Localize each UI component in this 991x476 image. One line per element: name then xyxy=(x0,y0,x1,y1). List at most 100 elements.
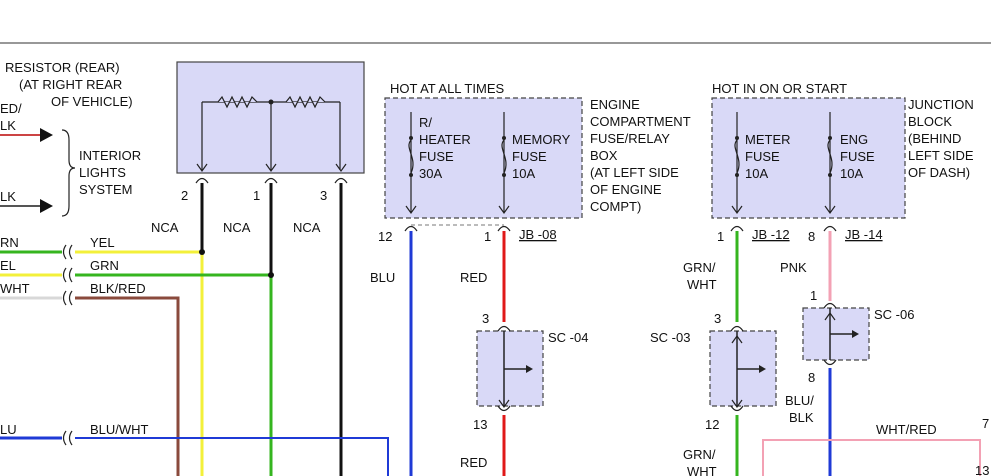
fuse-box-1-header: HOT AT ALL TIMES xyxy=(390,81,504,96)
wire-label: BLU/WHT xyxy=(90,422,149,437)
wire-label: LK xyxy=(0,118,16,133)
connector-cap xyxy=(334,177,348,184)
resistor-node xyxy=(268,99,274,105)
wire-label: RED xyxy=(460,455,487,470)
fuse-label: HEATER xyxy=(419,132,471,147)
box-location-label: (AT LEFT SIDE xyxy=(590,165,679,180)
pin-label: 2 xyxy=(181,188,188,203)
nca-label: NCA xyxy=(151,220,179,235)
fuse-label: 10A xyxy=(840,166,863,181)
resistor-label-line: OF VEHICLE) xyxy=(51,94,133,109)
wire-label: WHT xyxy=(687,464,717,476)
pin-label: 1 xyxy=(717,229,724,244)
arrow-head xyxy=(196,163,208,173)
box-location-label: (BEHIND xyxy=(908,131,961,146)
splice-dot xyxy=(268,272,274,278)
wire-label: YEL xyxy=(90,235,115,250)
interior-label-line: SYSTEM xyxy=(79,182,132,197)
resistor-label-line: RESISTOR (REAR) xyxy=(5,60,120,75)
connector-label: JB -14 xyxy=(845,227,883,242)
arrow-head xyxy=(335,163,347,173)
splice-sc04 xyxy=(476,325,544,412)
arrow-icon xyxy=(852,330,859,338)
fuse-label: R/ xyxy=(419,115,432,130)
wire-label: GRN/ xyxy=(683,260,716,275)
fuse-label: METER xyxy=(745,132,791,147)
labels: RESISTOR (REAR) (AT RIGHT REAR OF VEHICL… xyxy=(0,60,989,476)
box-location-label: BLOCK xyxy=(908,114,952,129)
fuse-label: FUSE xyxy=(512,149,547,164)
splice-dot xyxy=(199,249,205,255)
nca-label: NCA xyxy=(293,220,321,235)
splice-label: SC -03 xyxy=(650,330,690,345)
splice-label: SC -04 xyxy=(548,330,588,345)
pin-label: 8 xyxy=(808,370,815,385)
wire-blk-red xyxy=(75,296,180,476)
wire-label: WHT xyxy=(687,277,717,292)
pin-label: 1 xyxy=(484,229,491,244)
wire-label: BLK/RED xyxy=(90,281,146,296)
pin-label: 13 xyxy=(473,417,487,432)
wire-label: WHT/RED xyxy=(876,422,937,437)
pin-label: 13 xyxy=(975,463,989,476)
box-location-label: OF DASH) xyxy=(908,165,970,180)
box-location-label: COMPARTMENT xyxy=(590,114,691,129)
wire-label: GRN xyxy=(90,258,119,273)
wire-label: LK xyxy=(0,189,16,204)
wire-label: EL xyxy=(0,258,16,273)
connector-label: JB -12 xyxy=(752,227,790,242)
fuse-label: FUSE xyxy=(745,149,780,164)
box-location-label: BOX xyxy=(590,148,618,163)
fuse-label: 10A xyxy=(512,166,535,181)
resistor-symbol-2 xyxy=(285,95,326,109)
wire-label: RED xyxy=(460,270,487,285)
wire-label: BLK xyxy=(789,410,814,425)
box-location-label: FUSE/RELAY xyxy=(590,131,670,146)
pin-label: 3 xyxy=(714,311,721,326)
connector-label: JB -08 xyxy=(519,227,557,242)
resistor-label-line: (AT RIGHT REAR xyxy=(19,77,122,92)
fuse-label: ENG xyxy=(840,132,868,147)
fuse-box-2-outline xyxy=(711,97,906,219)
interior-label-line: LIGHTS xyxy=(79,165,126,180)
resistor-symbol-1 xyxy=(217,95,258,109)
resistor-component xyxy=(176,61,365,184)
arrow-icon xyxy=(526,365,533,373)
wire-label: ED/ xyxy=(0,101,22,116)
wire-blu-wht xyxy=(75,437,389,476)
inline-connectors xyxy=(62,244,73,446)
splice-label: SC -06 xyxy=(874,307,914,322)
wire-grn xyxy=(75,273,273,476)
fuse-box-1-outline xyxy=(384,97,583,219)
fuse-icon xyxy=(408,139,414,174)
fuse-icon xyxy=(734,139,740,174)
fuse-label: 30A xyxy=(419,166,442,181)
wire-label: PNK xyxy=(780,260,807,275)
box-location-label: ENGINE xyxy=(590,97,640,112)
pin-label: 8 xyxy=(808,229,815,244)
brace-icon xyxy=(61,129,76,217)
fuse-label: FUSE xyxy=(419,149,454,164)
pin-label: 3 xyxy=(482,311,489,326)
arrow-head xyxy=(265,163,277,173)
fuse-label: 10A xyxy=(745,166,768,181)
pin-label: 1 xyxy=(253,188,260,203)
fuse-box-2 xyxy=(711,97,906,232)
wire-label: RN xyxy=(0,235,19,250)
wire-label: BLU/ xyxy=(785,393,814,408)
fuse-box-2-header: HOT IN ON OR START xyxy=(712,81,847,96)
wire-label: LU xyxy=(0,422,17,437)
box-location-label: LEFT SIDE xyxy=(908,148,974,163)
box-location-label: OF ENGINE xyxy=(590,182,662,197)
pin-label: 12 xyxy=(378,229,392,244)
fuse-box-1 xyxy=(384,97,583,232)
wire-label: WHT xyxy=(0,281,30,296)
arrow-icon xyxy=(759,365,766,373)
fuse-label: MEMORY xyxy=(512,132,571,147)
connector-cap xyxy=(264,177,278,184)
splice-sc03 xyxy=(709,325,777,412)
box-location-label: COMPT) xyxy=(590,199,641,214)
interior-label-line: INTERIOR xyxy=(79,148,141,163)
wire-label: GRN/ xyxy=(683,447,716,462)
pin-label: 3 xyxy=(320,188,327,203)
